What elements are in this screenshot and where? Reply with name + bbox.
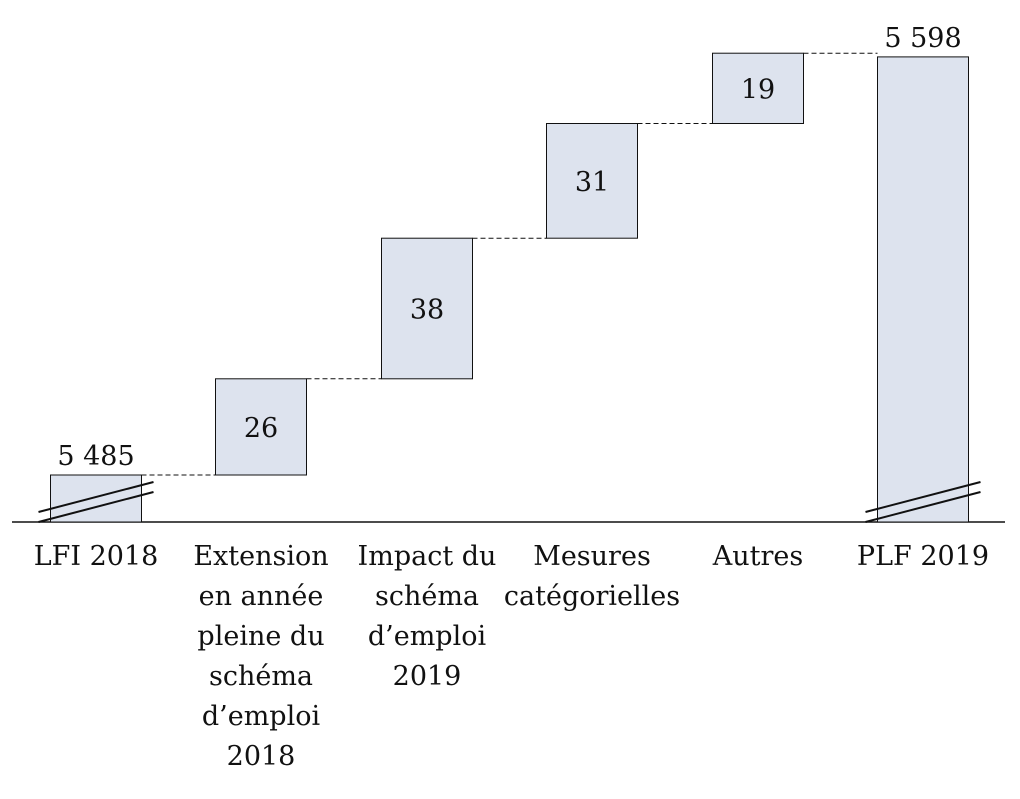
data-label-4: 19 (741, 74, 775, 105)
bar-2 (381, 237, 473, 380)
category-label-2-line-3: 2019 (393, 661, 462, 692)
category-label-1-line-4: d’emploi (202, 701, 321, 732)
bar-5 (877, 56, 969, 523)
axis-break-mark-5-0 (865, 481, 981, 513)
category-label-2-line-2: d’emploi (368, 621, 487, 652)
category-label-5-line-0: PLF 2019 (857, 541, 989, 572)
data-label-2: 38 (410, 295, 444, 326)
category-label-3-line-0: Mesures (533, 541, 651, 572)
category-label-4-line-0: Autres (712, 541, 803, 572)
axis-break-mark-0-1 (38, 491, 154, 523)
category-label-2-line-0: Impact du (358, 541, 497, 572)
category-label-1-line-2: pleine du (197, 621, 324, 652)
category-label-1-line-5: 2018 (227, 741, 296, 772)
category-label-1-line-1: en année (199, 581, 324, 612)
category-label-2-line-1: schéma (375, 581, 479, 612)
category-label-3-line-1: catégorielles (504, 581, 680, 612)
axis-break-mark-0-0 (38, 481, 154, 513)
bar-4 (712, 52, 804, 125)
data-label-1: 26 (244, 413, 278, 444)
bar-1 (215, 378, 307, 476)
data-label-5: 5 598 (884, 23, 961, 54)
data-label-0: 5 485 (57, 441, 134, 472)
data-label-3: 31 (575, 167, 609, 198)
bar-3 (546, 123, 638, 239)
category-label-1-line-0: Extension (193, 541, 328, 572)
axis-break-mark-5-1 (865, 491, 981, 523)
category-label-1-line-3: schéma (209, 661, 313, 692)
category-label-0-line-0: LFI 2018 (34, 541, 159, 572)
